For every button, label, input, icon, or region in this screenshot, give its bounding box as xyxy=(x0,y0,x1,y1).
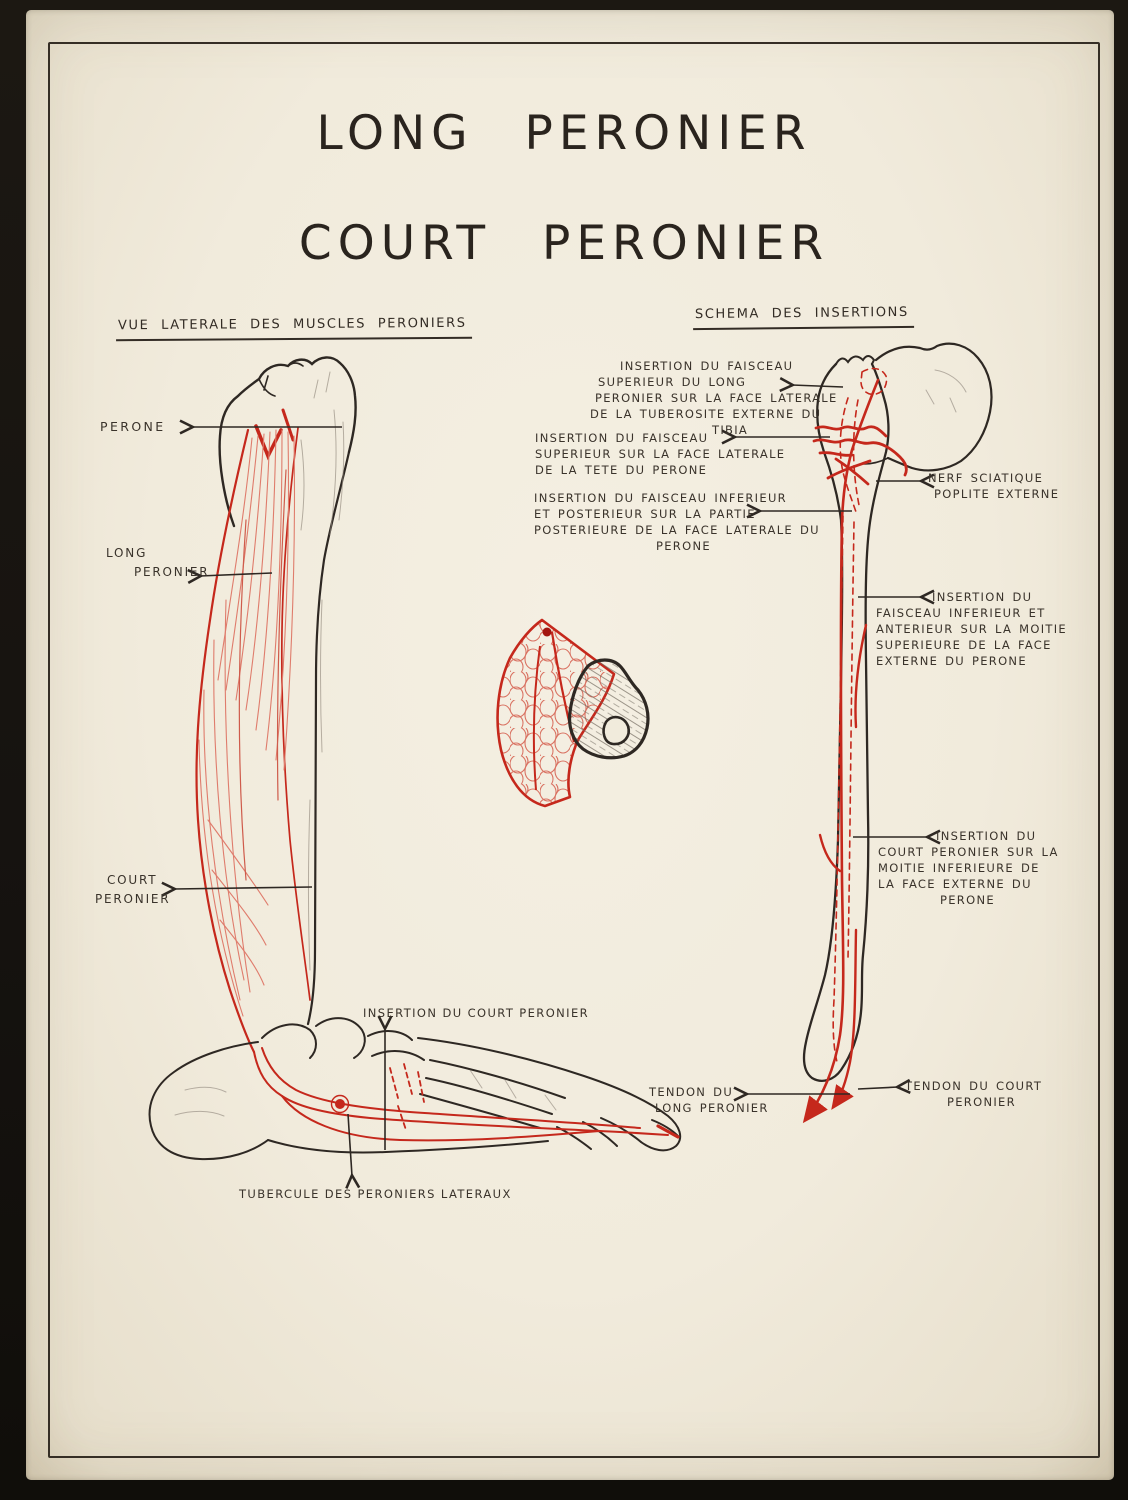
leader-arrows xyxy=(174,385,928,1176)
left-section-subtitle: VUE LATERALE DES MUSCLES PERONIERS xyxy=(115,315,472,342)
page-title-line2: COURT PERONIER xyxy=(298,216,830,271)
label-long-peronier: LONG PERONIER xyxy=(106,546,210,579)
label-court-peronier: COURT PERONIER xyxy=(95,873,171,906)
left-leg-drawing xyxy=(148,356,682,1161)
fibula-schematic-drawing xyxy=(802,342,993,1124)
annotation-tendon-long-peronier: TENDON DU LONG PERONIER xyxy=(649,1085,769,1115)
label-perone: PERONE xyxy=(100,419,166,434)
tubercule-dot xyxy=(335,1099,345,1109)
label-tubercule: TUBERCULE DES PERONIERS LATERAUX xyxy=(239,1187,512,1201)
annotation-nerf-sciatique: NERF SCIATIQUE POPLITE EXTERNE xyxy=(928,471,1060,501)
annotation-insertion-faisceau-superieur-perone: INSERTION DU FAISCEAU SUPERIEUR SUR LA F… xyxy=(535,431,786,477)
label-insertion-court-peronier: INSERTION DU COURT PERONIER xyxy=(363,1006,589,1020)
annotation-insertion-faisceau-inferieur-posterieur: INSERTION DU FAISCEAU INFERIEUR ET POSTE… xyxy=(534,491,820,553)
right-section-subtitle: SCHEMA DES INSERTIONS xyxy=(692,304,914,331)
annotation-insertion-faisceau-inferieur-anterieur: INSERTION DU FAISCEAU INFERIEUR ET ANTER… xyxy=(876,590,1067,668)
border-frame xyxy=(48,42,1100,1458)
cross-section-drawing xyxy=(496,618,650,808)
page-title-line1: LONG PERONIER xyxy=(316,106,812,161)
annotation-insertion-faisceau-superieur-tibia: INSERTION DU FAISCEAU SUPERIEUR DU LONG … xyxy=(590,359,838,437)
annotation-tendon-court-peronier: TENDON DU COURT PERONIER xyxy=(905,1079,1043,1109)
annotation-insertion-court-peronier: INSERTION DU COURT PERONIER SUR LA MOITI… xyxy=(878,829,1059,907)
